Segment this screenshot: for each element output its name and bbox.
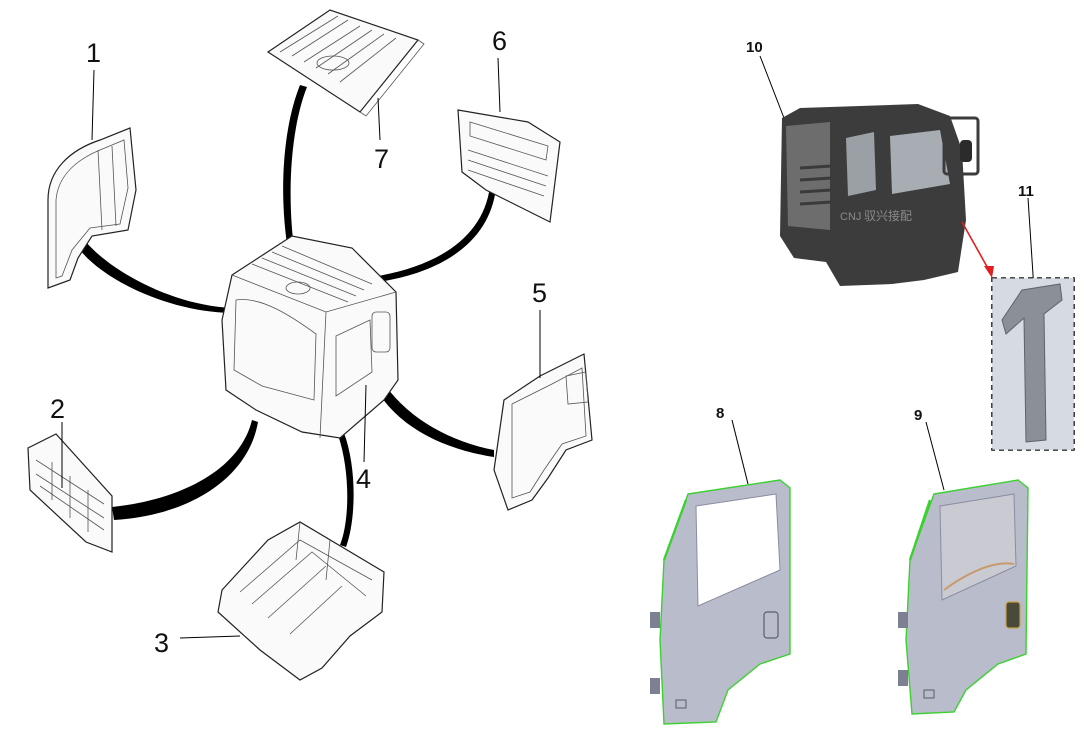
label-9: 9 [914,407,922,424]
roof-panel-drawing [266,9,425,117]
floor-assembly-drawing [217,521,385,681]
label-10: 10 [746,39,763,56]
label-11: 11 [1018,183,1034,200]
label-2: 2 [50,394,65,424]
leader-lines [61,55,1035,639]
band-to-roof [283,85,307,262]
front-panel-drawing [27,433,113,553]
right-side-wall-drawing [493,353,593,511]
band-to-left-wall [80,242,232,313]
label-4: 4 [356,464,371,494]
rear-wall-drawing [457,109,561,223]
band-to-floor [338,433,354,547]
left-side-wall-drawing [47,127,137,289]
complete-cab-photo: CNJ 驭兴接配 [780,104,980,286]
cab-body-drawing [221,235,399,439]
label-7: 7 [374,144,389,174]
watermark-logo: CNJ [840,211,861,223]
door-frame-drawing [650,479,791,725]
part-labels: 1 2 3 4 5 6 7 8 9 10 11 [50,26,1034,658]
band-to-front-panel [112,420,258,520]
label-5: 5 [532,278,547,308]
door-with-glass-drawing [898,479,1029,715]
label-8: 8 [716,405,724,422]
label-6: 6 [492,26,507,56]
label-3: 3 [154,628,169,658]
watermark-text: 驭兴接配 [864,208,912,223]
label-1: 1 [86,38,101,68]
band-to-rear-wall [378,186,496,282]
band-to-right-wall [378,385,494,457]
b-pillar-detail [991,277,1075,451]
detail-arrow [961,221,994,278]
